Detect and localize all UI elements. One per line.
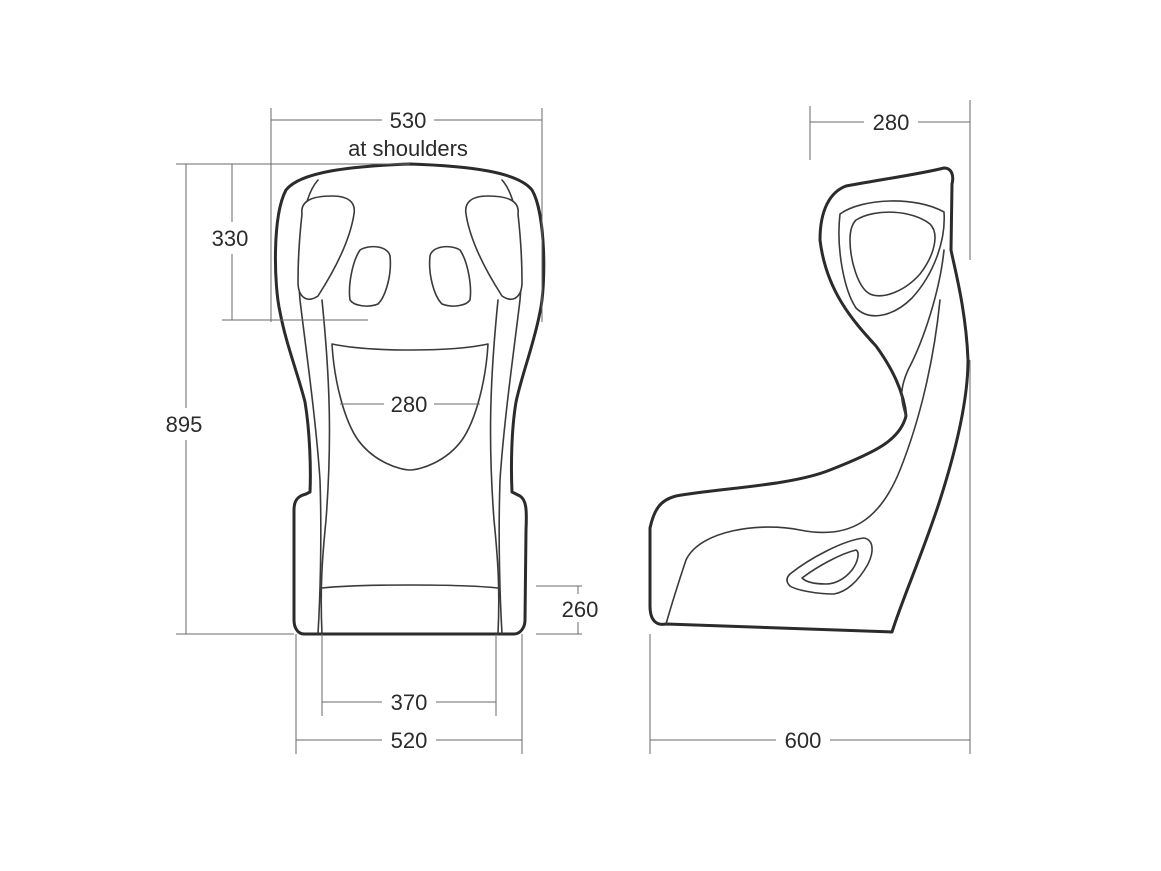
- headrest-depth-label: 280: [873, 110, 910, 135]
- side-headrest-frame: [838, 200, 945, 317]
- front-left-harness-slot: [348, 245, 392, 307]
- total-height-label: 895: [166, 412, 203, 437]
- side-dimensions: 280 600: [649, 100, 971, 754]
- side-headrest-window: [849, 211, 936, 297]
- seat-width-label: 370: [391, 690, 428, 715]
- side-view: [648, 166, 970, 634]
- front-dimensions: 530 at shoulders 895 330 280 260 370: [166, 108, 599, 754]
- front-right-harness-slot: [428, 245, 472, 307]
- front-right-shoulder-vent: [464, 195, 523, 300]
- base-width-label: 520: [391, 728, 428, 753]
- side-bolster-contour: [665, 299, 941, 625]
- lumbar-width-label: 280: [391, 392, 428, 417]
- shoulder-note-label: at shoulders: [348, 136, 468, 161]
- total-depth-label: 600: [785, 728, 822, 753]
- side-back-inner-line: [900, 249, 945, 417]
- side-leg-vent-inner: [801, 549, 859, 585]
- front-left-shoulder-vent: [297, 195, 356, 300]
- front-lumbar-panel: [331, 343, 489, 471]
- shoulder-width-label: 530: [390, 108, 427, 133]
- headrest-height-label: 330: [212, 226, 249, 251]
- front-right-inner-line: [489, 299, 500, 635]
- front-left-inner-line: [320, 299, 331, 635]
- front-view: [273, 162, 546, 636]
- cushion-height-label: 260: [562, 597, 599, 622]
- front-seat-outline: [273, 162, 546, 636]
- front-seat-cushion-line: [321, 584, 499, 589]
